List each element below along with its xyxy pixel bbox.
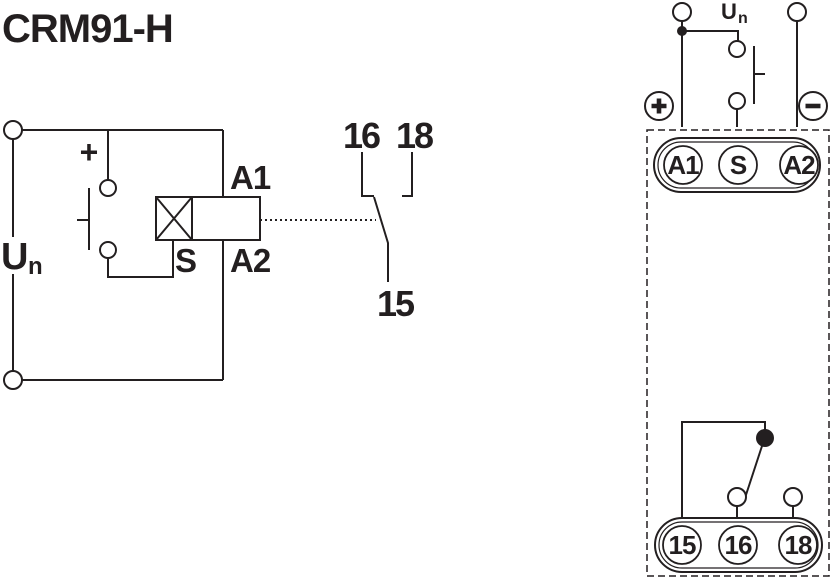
- contact-terminal-16-label: 16: [343, 115, 380, 156]
- supply-voltage-subscript: n: [28, 253, 43, 280]
- button-contact-top: [99, 179, 117, 197]
- contact-common-wire: [681, 421, 766, 518]
- terminal-15-label: 15: [669, 530, 696, 560]
- page-title: CRM91-H: [2, 7, 173, 51]
- bottom-terminal-row: 15 16 18: [654, 517, 823, 573]
- terminal-16-label: 16: [725, 530, 752, 560]
- contact-terminal-18-label: 18: [396, 115, 433, 156]
- coil-terminal-a1-label: A1: [230, 159, 271, 196]
- contact-lever-arm: [743, 445, 763, 502]
- terminal-16: [718, 525, 758, 565]
- terminal-a1-label: A1: [667, 150, 699, 180]
- supply-wire-terminal-left: [672, 2, 692, 22]
- polarity-plus-label: +: [80, 134, 99, 170]
- top-terminal-slot: [653, 137, 821, 193]
- terminal-a2-label: A2: [783, 150, 815, 180]
- label-mask: [0, 237, 44, 274]
- block-button-contact-bottom: [728, 92, 746, 110]
- supply-terminal-bottom: [3, 370, 23, 390]
- terminal-a2: [779, 145, 819, 185]
- minus-icon: [798, 91, 828, 121]
- module-outline: [646, 129, 830, 577]
- coil-terminal-a2-label: A2: [230, 242, 271, 279]
- bottom-terminal-slot-inner: [658, 521, 819, 569]
- contact-terminal-15-label: 15: [377, 283, 415, 324]
- bottom-terminal-slot: [654, 517, 823, 573]
- wire-branch-to-button: [682, 30, 739, 41]
- terminal-s: [718, 145, 758, 185]
- contact-lead-16: [361, 152, 374, 197]
- block-voltage-label: U: [721, 0, 737, 24]
- terminal-s-label: S: [730, 150, 747, 180]
- block-button-contact-top: [728, 40, 746, 58]
- supply-voltage-label: U: [1, 236, 28, 278]
- coil-x-icon: [155, 196, 193, 241]
- terminal-block-diagram: U n A1 S A2: [644, 0, 830, 577]
- output-contact-symbol: 16 18 15: [343, 115, 435, 324]
- coil-body: [191, 196, 261, 241]
- terminal-a1: [663, 145, 703, 185]
- top-terminal-row: A1 S A2: [653, 137, 821, 193]
- terminal-18: [778, 525, 818, 565]
- plus-glyph: [651, 98, 667, 114]
- plus-icon: [644, 91, 674, 121]
- relay-coil-symbol: [155, 196, 261, 241]
- wire-button-to-s: [107, 240, 174, 278]
- contact-point-16: [727, 487, 747, 507]
- terminal-15: [662, 525, 702, 565]
- contact-lead-18: [402, 152, 413, 197]
- contact-pivot-dot: [756, 429, 774, 447]
- coil-terminal-s-label: S: [175, 242, 196, 279]
- wiring-schematic: U n + A1 A2 S 16 18 15: [0, 115, 435, 390]
- contact-lever: [373, 196, 389, 282]
- contact-point-18: [783, 487, 803, 507]
- terminal-18-label: 18: [785, 530, 812, 560]
- supply-wire-terminal-right: [787, 2, 807, 22]
- supply-terminal-top: [3, 120, 23, 140]
- internal-contact: [681, 421, 803, 518]
- block-voltage-subscript: n: [738, 10, 748, 27]
- button-contact-bottom: [99, 241, 117, 259]
